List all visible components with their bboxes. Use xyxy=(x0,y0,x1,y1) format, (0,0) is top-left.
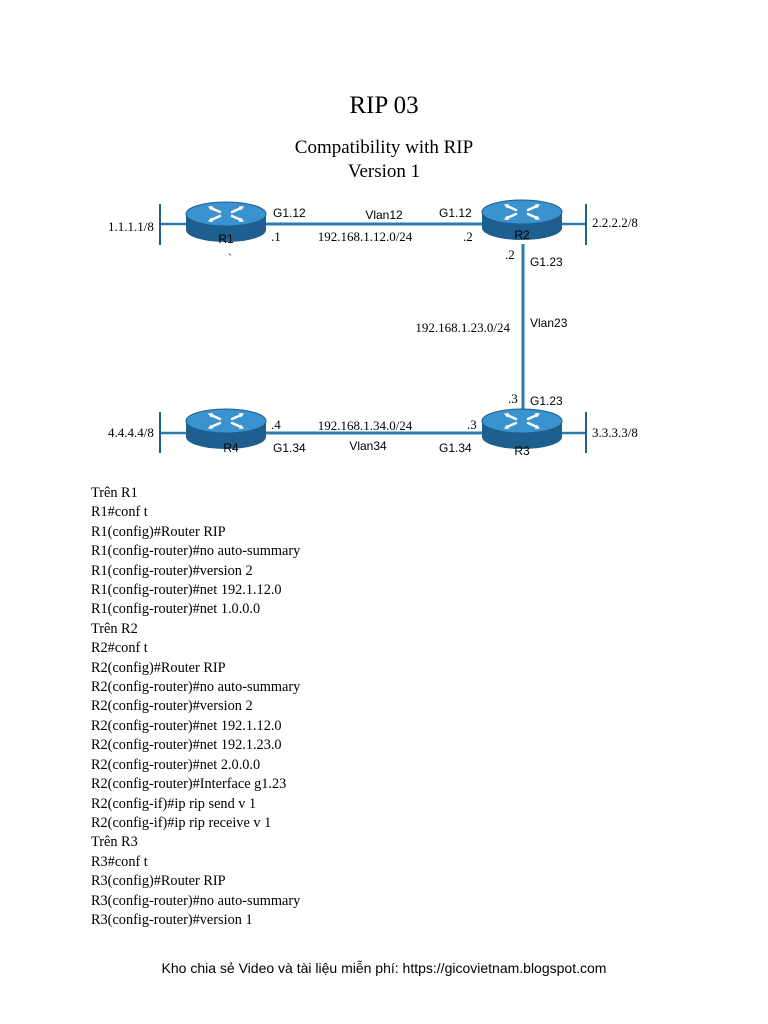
loopback-r2 xyxy=(561,204,587,245)
page-title: RIP 03 xyxy=(349,92,419,119)
loopback-r4 xyxy=(159,412,186,453)
router-r2-label: R2 xyxy=(514,228,530,242)
subnet-23-label: 192.168.1.23.0/24 xyxy=(415,320,510,335)
config-command-line: R2(config-router)#version 2 xyxy=(91,698,253,715)
config-commands: Trên R1 R1#conf t R1(config)#Router RIP R1(… xyxy=(91,484,300,930)
r3-interface-g123-label: G1.23 xyxy=(530,394,563,408)
config-command-line: R1(config-router)#net 192.1.12.0 xyxy=(91,582,282,599)
config-command-line: R3(config)#Router RIP xyxy=(91,873,226,890)
config-command-line: R3(config-router)#version 1 xyxy=(91,911,253,928)
r1-host-label: .1 xyxy=(271,229,281,244)
router-r1-label: R1 xyxy=(218,232,234,246)
r4-interface-label: G1.34 xyxy=(273,441,306,455)
config-command-line: R1(config)#Router RIP xyxy=(91,523,226,540)
r4-host-label: .4 xyxy=(271,417,281,432)
config-command-line: R1#conf t xyxy=(91,504,148,521)
config-command-line: R2(config-router)#no auto-summary xyxy=(91,679,301,696)
subtitle-line-1: Compatibility with RIP xyxy=(294,137,474,158)
subnet-12-label: 192.168.1.12.0/24 xyxy=(318,229,413,244)
page-subtitle: Compatibility with RIP Version 1 xyxy=(0,136,768,184)
router-r3-icon xyxy=(480,407,564,451)
config-section-heading: Trên R3 xyxy=(91,834,138,851)
r3-host-left-label: .3 xyxy=(467,417,477,432)
r2-interface-g123-label: G1.23 xyxy=(530,255,563,269)
r3-host-up-label: .3 xyxy=(508,391,518,406)
config-command-line: R2(config-if)#ip rip send v 1 xyxy=(91,795,257,812)
config-section-heading: Trên R2 xyxy=(91,620,138,637)
config-command-line: R2(config-router)#net 192.1.12.0 xyxy=(91,717,282,734)
config-command-line: R2(config-router)#net 2.0.0.0 xyxy=(91,756,261,773)
vlan12-label: Vlan12 xyxy=(365,208,403,222)
config-command-line: R1(config-router)#version 2 xyxy=(91,562,253,579)
loopback-r3 xyxy=(561,412,587,453)
subtitle-line-2: Version 1 xyxy=(347,161,421,182)
router-r3-label: R3 xyxy=(514,444,530,458)
loopback-r2-label: 2.2.2.2/8 xyxy=(592,215,638,230)
config-command-line: R2(config-if)#ip rip receive v 1 xyxy=(91,814,272,831)
loopback-r1 xyxy=(159,204,186,245)
config-command-line: R3#conf t xyxy=(91,853,148,870)
vlan23-label: Vlan23 xyxy=(530,316,568,330)
r2-host-down-label: .2 xyxy=(505,247,515,262)
network-topology-diagram: R1 R2 R3 R4 1.1.1.1/8 2.2.2.2/8 3.3.3.3/… xyxy=(108,198,638,458)
config-command-line: R1(config-router)#no auto-summary xyxy=(91,543,301,560)
footer-text: Kho chia sẻ Video và tài liệu miễn phí: … xyxy=(161,960,607,976)
r2-interface-g112-label: G1.12 xyxy=(439,206,472,220)
config-command-line: R2#conf t xyxy=(91,640,148,657)
stray-mark: ` xyxy=(228,251,232,265)
config-section-heading: Trên R1 xyxy=(91,485,138,501)
loopback-r4-label: 4.4.4.4/8 xyxy=(108,425,154,440)
config-command-line: R2(config-router)#Interface g1.23 xyxy=(91,776,287,793)
vlan34-label: Vlan34 xyxy=(349,439,387,453)
config-command-line: R2(config)#Router RIP xyxy=(91,659,226,676)
subnet-34-label: 192.168.1.34.0/24 xyxy=(318,418,413,433)
config-command-line: R1(config-router)#net 1.0.0.0 xyxy=(91,601,261,618)
config-command-line: R3(config-router)#no auto-summary xyxy=(91,892,301,909)
config-command-line: R2(config-router)#net 192.1.23.0 xyxy=(91,737,282,754)
r1-interface-label: G1.12 xyxy=(273,206,306,220)
r3-interface-g134-label: G1.34 xyxy=(439,441,472,455)
loopback-r3-label: 3.3.3.3/8 xyxy=(592,425,638,440)
loopback-r1-label: 1.1.1.1/8 xyxy=(108,219,154,234)
router-r4-label: R4 xyxy=(223,441,239,455)
r2-host-left-label: .2 xyxy=(463,229,473,244)
